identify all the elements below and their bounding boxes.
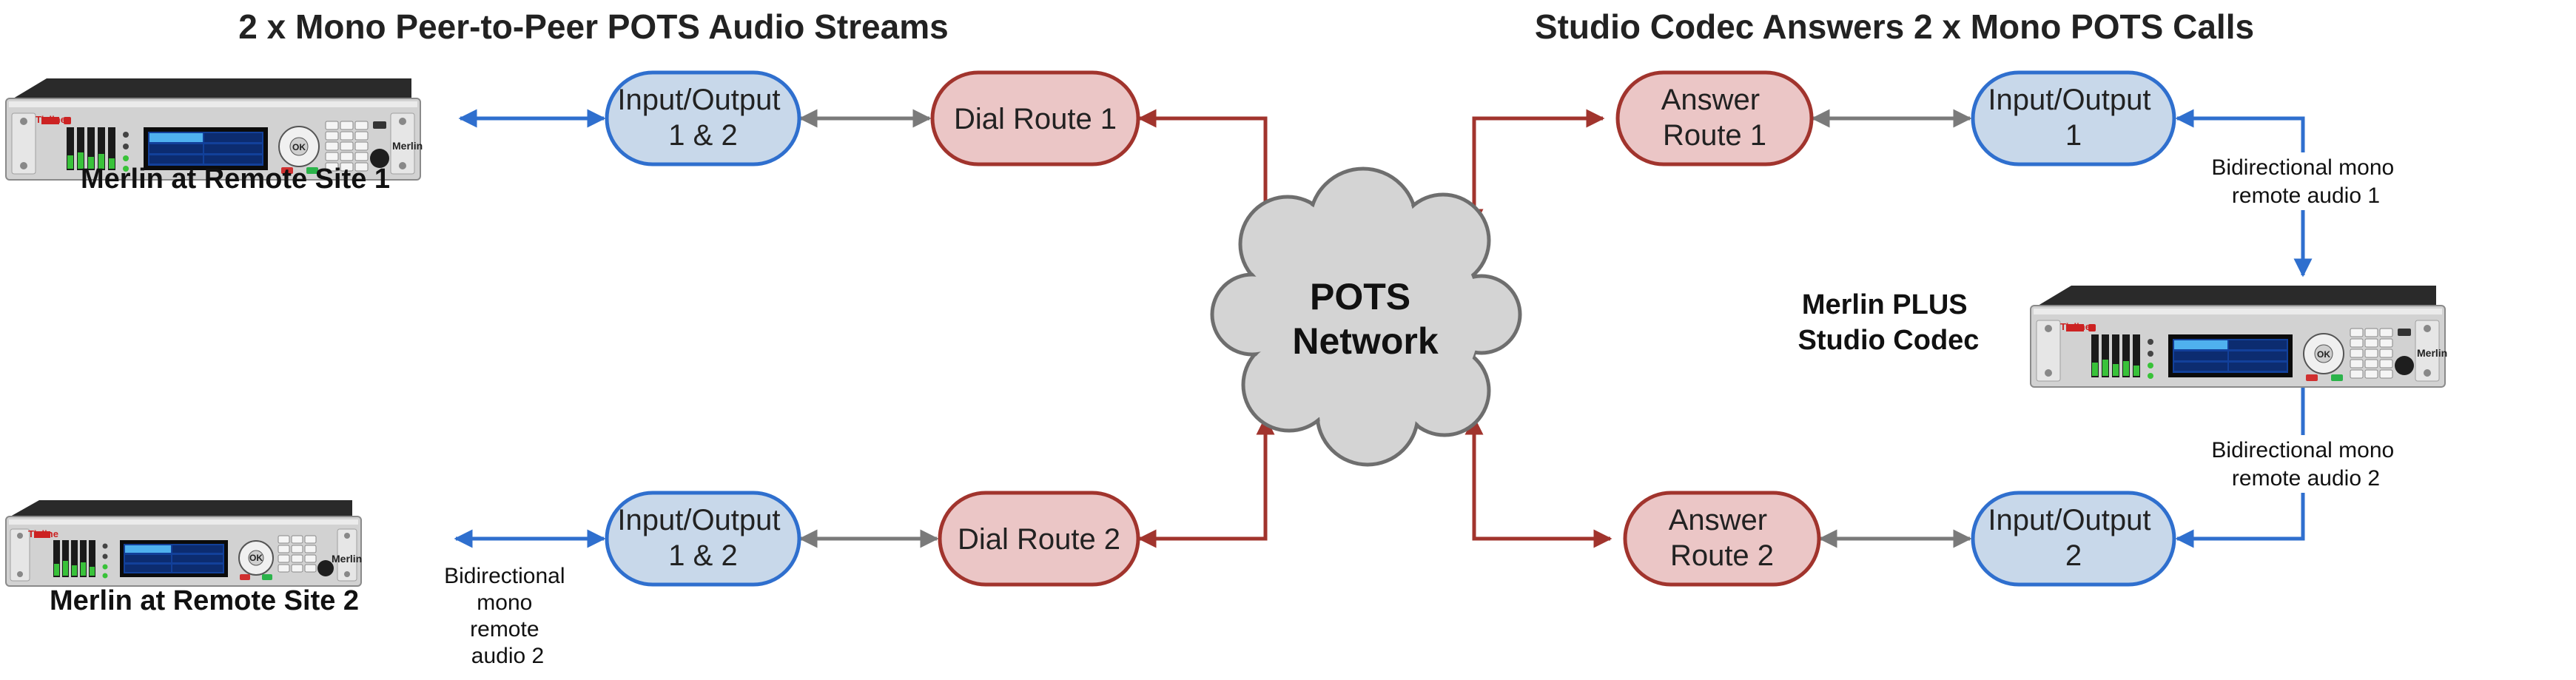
device-model-label: Merlin (392, 140, 423, 152)
site2-audio-note-line3: remote (470, 617, 539, 642)
answer-route-2: Answer Route 2 (1623, 491, 1821, 587)
device-brand-label: Tieline (2060, 321, 2091, 332)
io-node-studio-2-line1: Input/Output (1988, 504, 2150, 536)
io-node-site1: Input/Output 1 & 2 (605, 70, 801, 166)
site2-audio-note: Bidirectional mono remote audio 2 (444, 564, 571, 668)
site2-audio-note-line4: audio 2 (471, 644, 544, 668)
io-node-studio-1-line1: Input/Output (1988, 84, 2150, 116)
site1-device-label: Merlin at Remote Site 1 (81, 164, 390, 195)
studio-audio-note-1: Bidirectional mono remote audio 1 (2211, 155, 2400, 208)
cloud-label-line2: Network (1292, 320, 1438, 362)
device-brand-label: Tieline (36, 114, 66, 125)
studio-io1-link (2175, 109, 2313, 277)
answer2-cloud-link (1464, 416, 1612, 548)
svg-text:POTS Network: POTS Network (1292, 276, 1438, 362)
answer-route-1-line1: Answer (1661, 84, 1760, 116)
io-node-site1-line2: 1 & 2 (668, 119, 737, 152)
io-node-site1-line1: Input/Output (617, 84, 780, 116)
studio-io2-link (2175, 365, 2313, 548)
dial-route-2: Dial Route 2 (938, 491, 1140, 587)
site2-audio-note-line1: Bidirectional (444, 564, 565, 588)
device-model-label: Merlin (332, 553, 362, 565)
cloud-label-line1: POTS (1310, 276, 1410, 317)
site2-device-label: Merlin at Remote Site 2 (50, 585, 359, 616)
svg-text:Input/Output 1 & 2: Input/Output 1 & 2 (617, 84, 788, 152)
dial-route-2-label: Dial Route 2 (958, 523, 1120, 556)
site2-audio-note-line2: mono (477, 590, 532, 615)
device-ok-label: OK (2317, 349, 2330, 360)
svg-text:Answer Route 1: Answer Route 1 (1661, 84, 1769, 152)
studio-audio-note-1-line1: Bidirectional mono (2211, 155, 2394, 180)
io-node-site2-line1: Input/Output (617, 504, 780, 536)
io-node-studio-2: Input/Output 2 (1971, 491, 2176, 587)
right-title: Studio Codec Answers 2 x Mono POTS Calls (1535, 7, 2254, 46)
device-ok-label: OK (292, 142, 306, 152)
studio-device-label-line1: Merlin PLUS (1802, 289, 1968, 320)
answer1-cloud-link (1464, 109, 1605, 228)
left-title: 2 x Mono Peer-to-Peer POTS Audio Streams (238, 7, 948, 46)
codec-rack-icon: Tieline Merlin OK (2030, 285, 2447, 388)
io-node-studio-2-line2: 2 (2065, 539, 2082, 572)
svg-text:Input/Output 2: Input/Output 2 (1988, 504, 2159, 572)
svg-text:Input/Output 1 & 2: Input/Output 1 & 2 (617, 504, 788, 572)
io-node-studio-1-line2: 1 (2065, 119, 2082, 152)
codec-rack-icon: Tieline Merlin OK (5, 499, 362, 587)
svg-text:Answer Route 2: Answer Route 2 (1669, 504, 1776, 572)
studio-device-label: Merlin PLUS Studio Codec (1798, 289, 1980, 356)
device-model-label: Merlin (2417, 347, 2447, 359)
dial2-cloud-link (1137, 416, 1275, 548)
studio-device-label-line2: Studio Codec (1798, 325, 1980, 356)
answer-route-1: Answer Route 1 (1615, 70, 1814, 166)
dial-route-1-label: Dial Route 1 (954, 103, 1117, 135)
studio-audio-note-2: Bidirectional mono remote audio 2 (2211, 438, 2400, 491)
io-node-site2: Input/Output 1 & 2 (605, 491, 801, 587)
device-brand-label: Tieline (28, 528, 58, 539)
studio-audio-note-1-line2: remote audio 1 (2232, 184, 2380, 208)
codec-rack-icon: Tieline Merlin OK (5, 78, 423, 181)
answer-route-2-line2: Route 2 (1670, 539, 1774, 572)
io-node-site2-line2: 1 & 2 (668, 539, 737, 572)
studio-audio-note-2-line1: Bidirectional mono (2211, 438, 2394, 462)
dial1-cloud-link (1137, 109, 1275, 228)
svg-text:Input/Output 1: Input/Output 1 (1988, 84, 2159, 152)
dial-route-1: Dial Route 1 (930, 70, 1140, 166)
answer-route-2-line1: Answer (1669, 504, 1767, 536)
io-node-studio-1: Input/Output 1 (1971, 70, 2176, 166)
cloud-icon: POTS Network (1210, 166, 1522, 467)
device-ok-label: OK (249, 553, 263, 563)
answer-route-1-line2: Route 1 (1663, 119, 1766, 152)
studio-audio-note-2-line2: remote audio 2 (2232, 466, 2380, 491)
